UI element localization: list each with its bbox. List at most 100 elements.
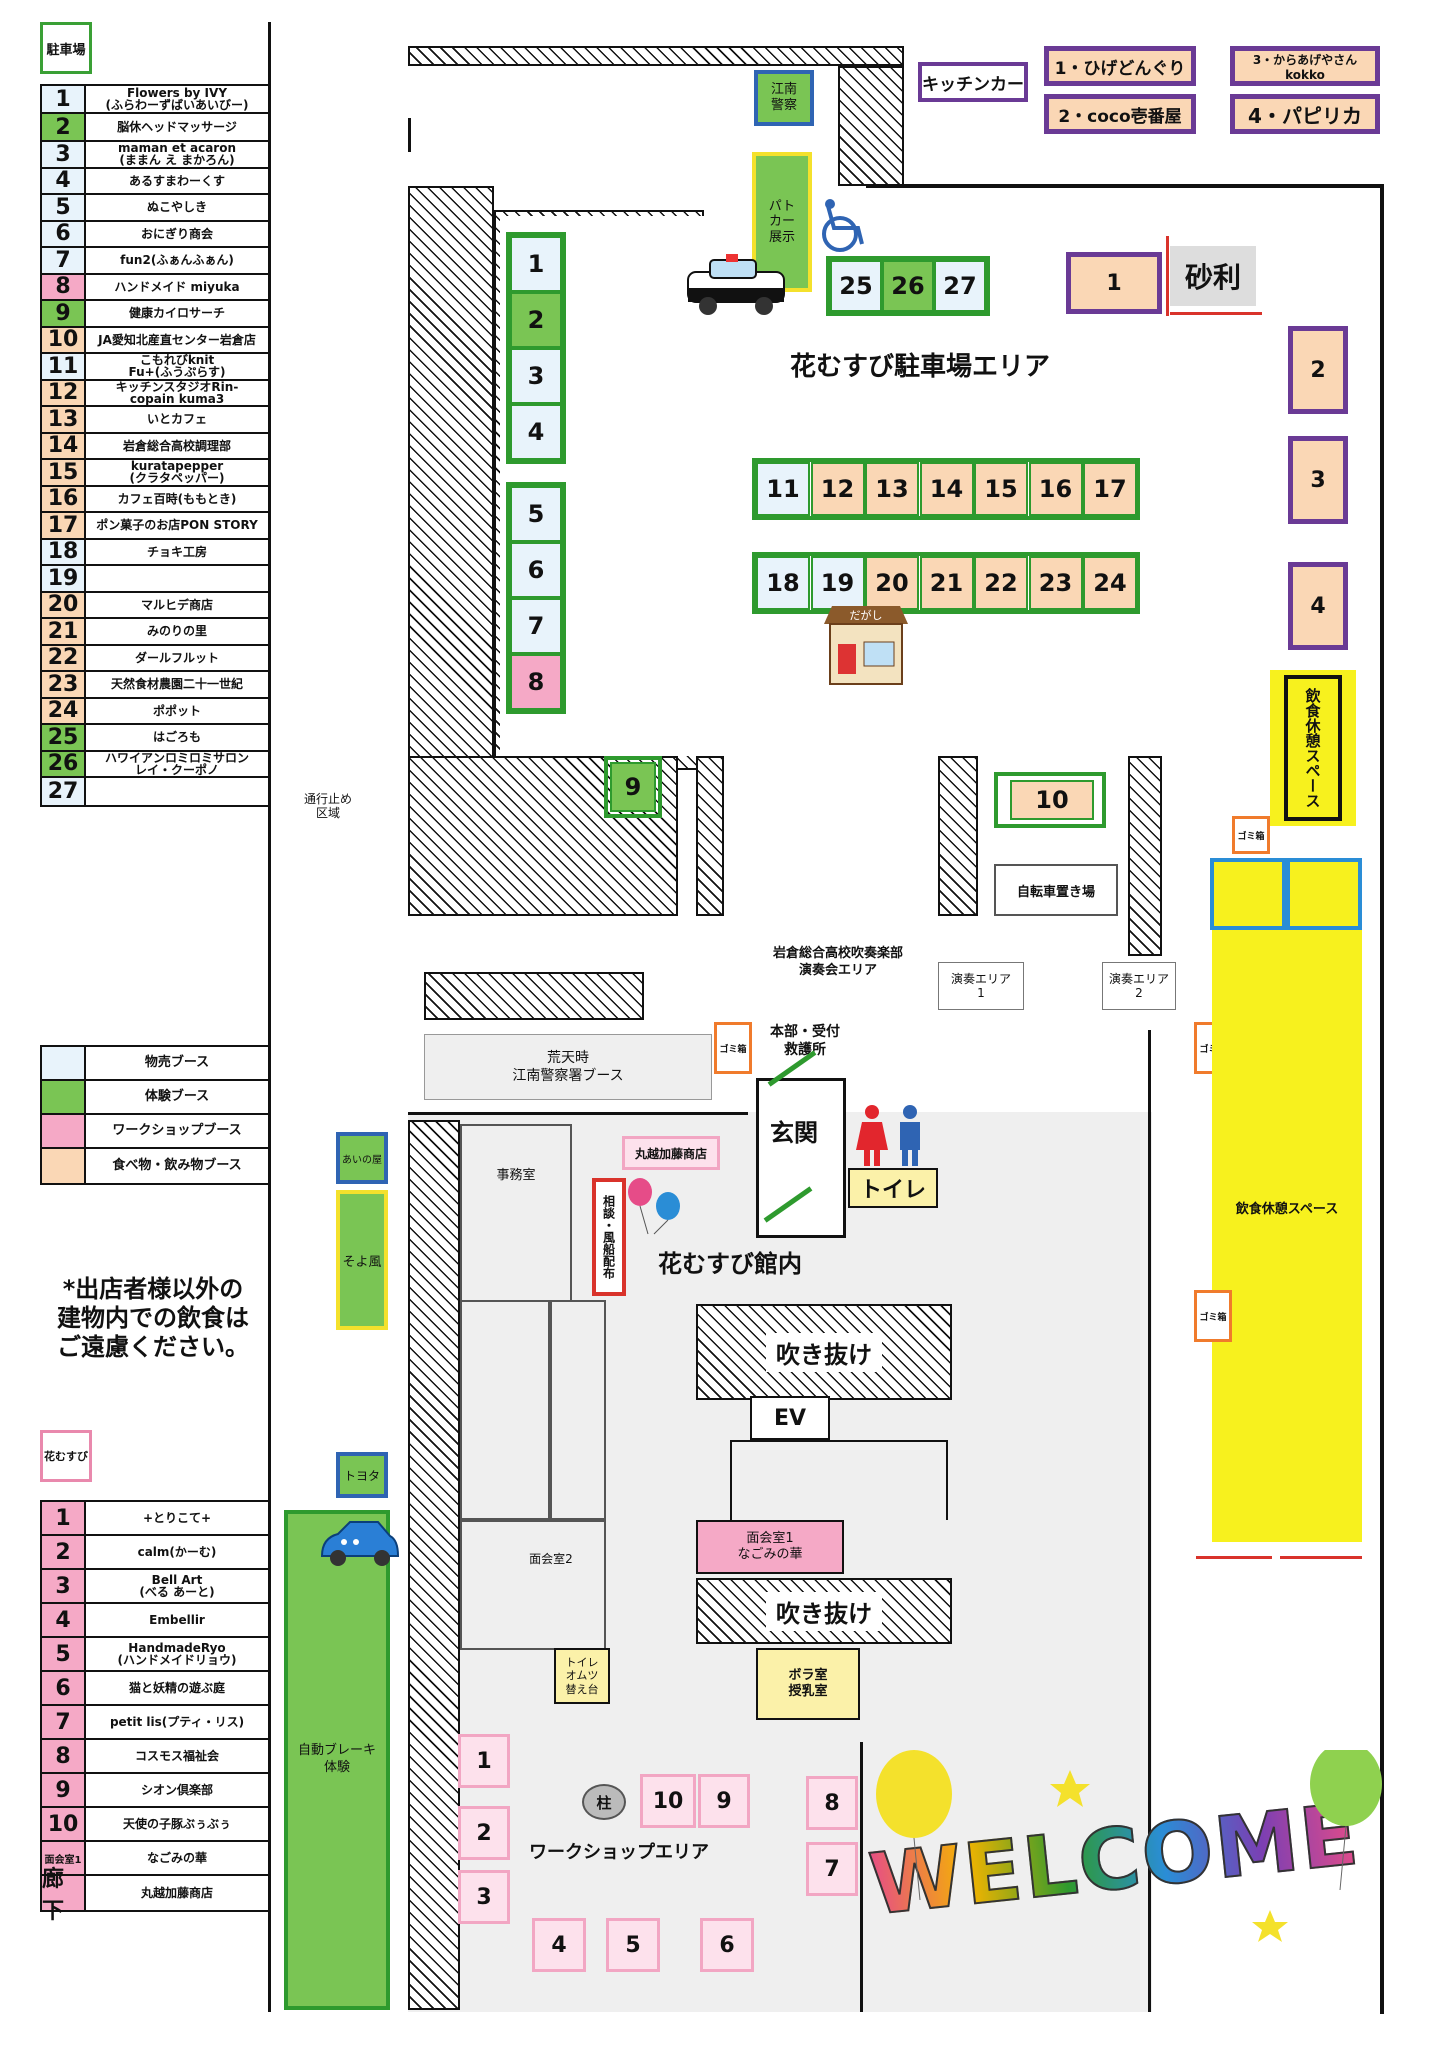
- block-mid-1: [696, 756, 724, 916]
- booth-8[interactable]: 8: [510, 654, 562, 710]
- police-booth: 荒天時 江南警察署ブース: [424, 1034, 712, 1100]
- key-row: 体験ブース: [42, 1081, 268, 1115]
- entrance[interactable]: 玄関: [764, 1100, 824, 1160]
- booth-27[interactable]: 27: [934, 260, 986, 312]
- legend-number: 12: [42, 380, 86, 405]
- booth-26[interactable]: 26: [882, 260, 934, 312]
- booth-25[interactable]: 25: [830, 260, 882, 312]
- toilet-diaper[interactable]: トイレ オムツ 替え台: [554, 1648, 610, 1704]
- meeting-room-2-label: 面会室2: [529, 1552, 573, 1566]
- hanamusubi-name: コスモス福祉会: [134, 1749, 219, 1763]
- booth-10[interactable]: 10: [1010, 780, 1094, 820]
- kitchen-car-spot-1: 1: [1066, 252, 1162, 314]
- workshop-booth-10[interactable]: 10: [640, 1774, 696, 1828]
- meeting-room-1[interactable]: 面会室1 なごみの華: [696, 1520, 844, 1574]
- toyota-sign[interactable]: トヨタ: [336, 1452, 388, 1498]
- hanamusubi-row: 9 シオン倶楽部: [42, 1774, 268, 1808]
- booth-5[interactable]: 5: [510, 486, 562, 542]
- patrol-car-exhibit: パト カー 展示: [752, 152, 812, 292]
- booth-24[interactable]: 24: [1083, 556, 1137, 610]
- booth-13[interactable]: 13: [865, 462, 919, 516]
- legend-number: 6: [42, 221, 86, 246]
- legend-number: 11: [42, 354, 86, 379]
- hanamusubi-number: 9: [42, 1774, 86, 1806]
- legend-number: 21: [42, 619, 86, 644]
- key-row: 物売ブース: [42, 1047, 268, 1081]
- legend-name: ぬこやしき: [146, 200, 207, 215]
- hanamusubi-number: 1: [42, 1502, 86, 1534]
- legend-name: マルヒデ商店: [140, 597, 213, 612]
- kitchen-car-3: 3・からあげやさんkokko: [1230, 46, 1380, 86]
- svg-text:だがし: だがし: [850, 608, 883, 622]
- room-block-c: [460, 1520, 606, 1650]
- marukoshi-booth[interactable]: 丸越加藤商店: [622, 1136, 720, 1170]
- legend-number: 18: [42, 539, 86, 564]
- booth-14[interactable]: 14: [919, 462, 974, 516]
- legend-name: JA愛知北産直センター岩倉店: [98, 332, 256, 347]
- booth-17[interactable]: 17: [1083, 462, 1137, 516]
- booth-15[interactable]: 15: [974, 462, 1028, 516]
- legend-number: 15: [42, 460, 86, 485]
- hanamusubi-number: 8: [42, 1740, 86, 1772]
- north-wall-right: [838, 66, 904, 186]
- legend-number: 9: [42, 301, 86, 326]
- hanamusubi-name: シオン倶楽部: [140, 1783, 213, 1797]
- booth-11[interactable]: 11: [756, 462, 810, 516]
- parking-legend-title: 駐車場: [40, 22, 92, 74]
- workshop-booth-8[interactable]: 8: [806, 1776, 858, 1830]
- atrium-2: 吹き抜け: [696, 1578, 952, 1644]
- closed-road-label: 通行止め 区域: [303, 792, 352, 821]
- booth-4[interactable]: 4: [510, 404, 562, 460]
- hanamusubi-number: 4: [42, 1604, 86, 1636]
- booth-20[interactable]: 20: [865, 556, 919, 610]
- legend-number: 4: [42, 168, 86, 193]
- auto-brake-experience[interactable]: 自動ブレーキ 体験: [284, 1510, 390, 2010]
- atrium-2-label: 吹き抜け: [766, 1591, 882, 1631]
- booth-7[interactable]: 7: [510, 598, 562, 654]
- trash-bin-4: ゴミ箱: [1194, 1290, 1232, 1342]
- legend-name: 健康カイロサーチ: [128, 306, 225, 321]
- workshop-booth-7[interactable]: 7: [806, 1842, 858, 1896]
- hanamusubi-name: petit lis(プティ・リス): [109, 1715, 245, 1729]
- booth-9[interactable]: 9: [610, 762, 656, 812]
- soyokaze-booth[interactable]: そよ風: [336, 1190, 388, 1330]
- toilet[interactable]: トイレ: [848, 1168, 938, 1208]
- no-eating-notice: *出店者様以外の 建物内での飲食は ご遠慮ください。: [57, 1275, 249, 1361]
- booth-16[interactable]: 16: [1028, 462, 1083, 516]
- booth-10-frame: [994, 772, 1106, 828]
- booth-3[interactable]: 3: [510, 348, 562, 404]
- consult-balloon[interactable]: 相談・風船配布: [592, 1178, 626, 1296]
- hanamusubi-name: Embellir: [149, 1613, 205, 1627]
- key-swatch: [42, 1115, 86, 1147]
- workshop-booth-1[interactable]: 1: [458, 1734, 510, 1788]
- legend-name: ハワイアンロミロミサロン レイ・クーポノ: [104, 750, 249, 777]
- booth-6[interactable]: 6: [510, 542, 562, 598]
- key-swatch: [42, 1081, 86, 1113]
- booth-22[interactable]: 22: [974, 556, 1028, 610]
- booth-21[interactable]: 21: [919, 556, 974, 610]
- hanamusubi-number: 6: [42, 1672, 86, 1704]
- workshop-booth-3[interactable]: 3: [458, 1870, 510, 1924]
- workshop-booth-9[interactable]: 9: [698, 1774, 750, 1828]
- booth-1[interactable]: 1: [510, 236, 562, 292]
- workshop-booth-6[interactable]: 6: [700, 1918, 754, 1972]
- booth-12[interactable]: 12: [810, 462, 865, 516]
- workshop-booth-2[interactable]: 2: [458, 1806, 510, 1860]
- workshop-booth-5[interactable]: 5: [606, 1918, 660, 1972]
- balloon-icon: [628, 1178, 680, 1235]
- workshop-booth-4[interactable]: 4: [532, 1918, 586, 1972]
- gravel-area: 砂利: [1170, 246, 1256, 306]
- booth-18[interactable]: 18: [756, 556, 810, 610]
- booth-23[interactable]: 23: [1028, 556, 1083, 610]
- volunteer-room[interactable]: ボラ室 授乳室: [756, 1648, 860, 1720]
- office: [460, 1124, 572, 1302]
- kitchen-car-spot-4: 4: [1288, 562, 1348, 650]
- ainoya-booth[interactable]: あいの屋: [336, 1132, 388, 1184]
- booth-2[interactable]: 2: [510, 292, 562, 348]
